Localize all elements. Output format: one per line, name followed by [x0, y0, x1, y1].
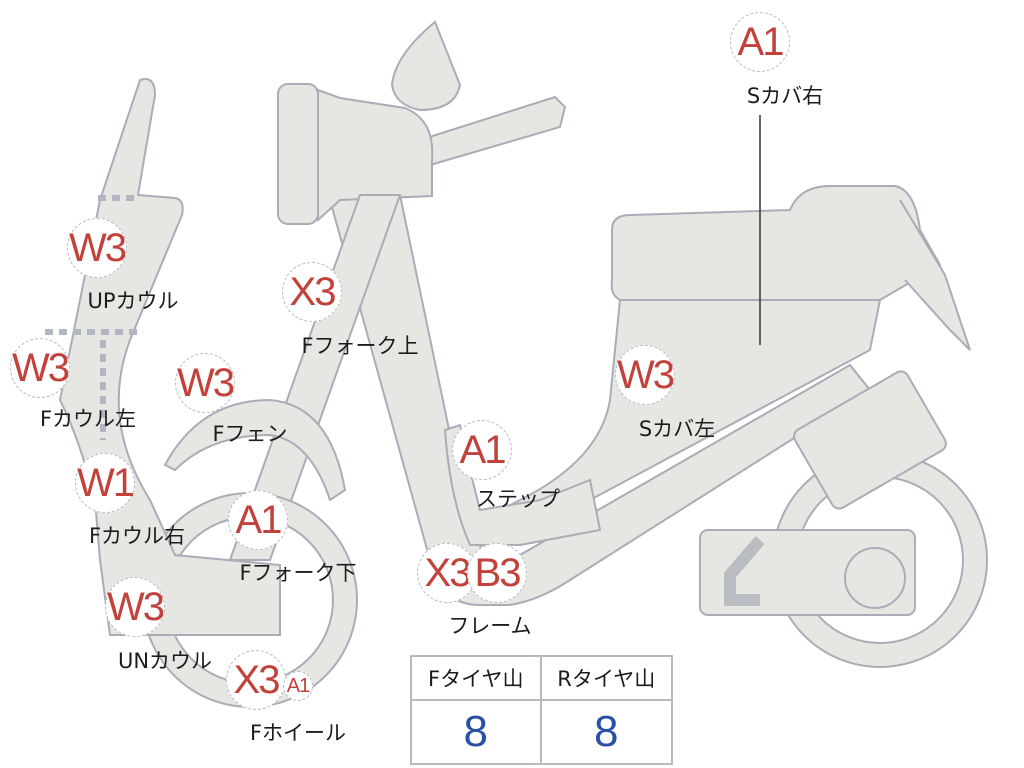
- grade-badge-step: A1: [452, 420, 512, 480]
- label-up-cowl: UPカウル: [87, 289, 179, 313]
- front-fender: [163, 398, 347, 502]
- label-frame: フレーム: [448, 614, 532, 638]
- label-f-cowl-left: Fカウル左: [39, 407, 137, 431]
- value-front-tire: 8: [412, 701, 542, 763]
- grade-badge-f-cowl-left: W3: [10, 338, 70, 398]
- grade-badge-f-wheel-1: X3: [226, 650, 286, 710]
- grade-badge-s-cover-right: A1: [730, 12, 790, 72]
- mirror: [390, 20, 462, 112]
- grade-badge-up-cowl: W3: [67, 218, 127, 278]
- fork: [228, 194, 402, 561]
- grade-badge-f-fender: W3: [175, 353, 235, 413]
- grade-badge-s-cover-left: W3: [615, 345, 675, 405]
- value-rear-tire: 8: [594, 707, 619, 756]
- label-f-fender: Fフェン: [212, 422, 288, 446]
- grade-badge-f-cowl-right: W1: [75, 453, 135, 513]
- tire-tread-table: Fタイヤ山 Rタイヤ山 8 8: [410, 655, 673, 765]
- grade-badge-f-fork-lower: A1: [228, 490, 288, 550]
- label-f-fork-lower: Fフォーク下: [239, 561, 357, 585]
- label-un-cowl: UNカウル: [117, 649, 213, 673]
- label-f-cowl-right: Fカウル右: [88, 524, 186, 548]
- label-f-fork-upper: Fフォーク上: [301, 334, 419, 358]
- label-s-cover-right: Sカバ右: [746, 84, 824, 108]
- header-rear-tire: Rタイヤ山: [541, 657, 671, 701]
- header-front-tire: Fタイヤ山: [412, 657, 542, 701]
- grade-badge-un-cowl: W3: [105, 577, 165, 637]
- grade-badge-f-fork-upper: X3: [282, 262, 342, 322]
- grade-badge-f-wheel-2: A1: [283, 671, 313, 701]
- label-s-cover-left: Sカバ左: [638, 417, 716, 441]
- grade-badge-frame-1: X3: [417, 543, 477, 603]
- headlight: [277, 83, 319, 225]
- label-step: ステップ: [476, 487, 560, 511]
- grade-badge-frame-2: B3: [467, 543, 527, 603]
- seat: [610, 185, 942, 301]
- label-f-wheel: Fホイール: [249, 721, 347, 745]
